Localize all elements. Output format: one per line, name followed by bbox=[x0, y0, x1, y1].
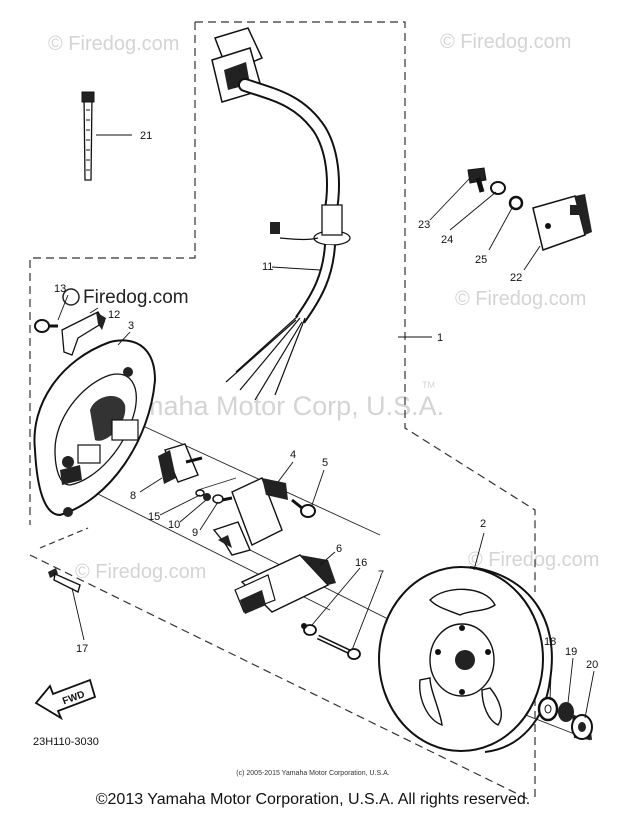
rectifier-regulator bbox=[532, 194, 592, 251]
wire-harness bbox=[211, 27, 351, 401]
assembly-dashed-boundary bbox=[29, 21, 536, 800]
pickup-hardware bbox=[195, 489, 233, 504]
label-part-24: 24 bbox=[441, 234, 453, 246]
label-part-2: 2 bbox=[480, 518, 486, 530]
label-part-11: 11 bbox=[262, 261, 273, 273]
label-part-23: 23 bbox=[418, 219, 430, 231]
bolt-17 bbox=[48, 568, 81, 594]
part-labels: 21 11 1 23 24 25 22 13 12 3 4 5 8 15 10 … bbox=[54, 130, 598, 671]
pickup-coil bbox=[158, 443, 203, 484]
watermark-low-right: © Firedog.com bbox=[468, 549, 599, 571]
lower-dashed-guide bbox=[29, 554, 531, 801]
bolt17-dashed-guide bbox=[39, 527, 89, 549]
label-part-19: 19 bbox=[565, 646, 577, 658]
watermark-firedog-dark-copyright-mark bbox=[62, 288, 80, 306]
label-part-3: 3 bbox=[128, 320, 134, 332]
watermark-mid-right: © Firedog.com bbox=[455, 288, 586, 310]
rotor-hardware bbox=[537, 696, 593, 740]
bracket-and-screw bbox=[34, 311, 106, 356]
label-part-13: 13 bbox=[54, 283, 66, 295]
fine-print: (c) 2005-2015 Yamaha Motor Corporation, … bbox=[236, 770, 390, 777]
label-part-17: 17 bbox=[76, 643, 88, 655]
label-part-18: 18 bbox=[544, 636, 556, 648]
watermark-brand: Yamaha Motor Corp, U.S.A. bbox=[110, 391, 444, 421]
watermark-low-left: © Firedog.com bbox=[75, 561, 206, 583]
stator-plate bbox=[33, 339, 157, 517]
screw-7 bbox=[316, 634, 361, 660]
label-part-1: 1 bbox=[437, 332, 443, 344]
screw-16 bbox=[301, 623, 317, 636]
watermark-top-right: © Firedog.com bbox=[440, 31, 571, 53]
watermark-tm: TM bbox=[422, 380, 435, 390]
copyright-notice: ©2013 Yamaha Motor Corporation, U.S.A. A… bbox=[95, 791, 531, 808]
label-part-20: 20 bbox=[586, 659, 598, 671]
diagram-code: 23H110-3030 bbox=[33, 736, 99, 748]
charge-coil bbox=[234, 554, 336, 614]
source-coil bbox=[212, 477, 288, 556]
leader-lines bbox=[57, 134, 595, 719]
label-part-6: 6 bbox=[336, 543, 342, 555]
watermark-top-left: © Firedog.com bbox=[48, 33, 179, 55]
label-part-16: 16 bbox=[355, 557, 367, 569]
watermarks: © Firedog.com © Firedog.com © Firedog.co… bbox=[48, 31, 599, 583]
label-part-21: 21 bbox=[140, 130, 152, 142]
cable-tie bbox=[81, 91, 95, 181]
label-part-5: 5 bbox=[322, 457, 328, 469]
guide-line-stator-to-rotor bbox=[129, 419, 381, 536]
screw-5 bbox=[291, 498, 316, 518]
label-part-4: 4 bbox=[290, 449, 296, 461]
flywheel-rotor bbox=[378, 566, 553, 753]
label-part-25: 25 bbox=[475, 254, 487, 266]
label-part-15: 15 bbox=[148, 511, 160, 523]
label-part-9: 9 bbox=[192, 527, 198, 539]
watermark-firedog-dark: Firedog.com bbox=[83, 287, 189, 308]
rectifier-hardware bbox=[467, 167, 524, 211]
label-part-7: 7 bbox=[378, 569, 384, 581]
label-part-10: 10 bbox=[168, 519, 180, 531]
label-part-12: 12 bbox=[108, 309, 120, 321]
label-part-8: 8 bbox=[130, 490, 136, 502]
guide-line-pickup bbox=[197, 477, 237, 491]
fwd-arrow: FWD bbox=[34, 678, 97, 721]
label-part-22: 22 bbox=[510, 272, 522, 284]
